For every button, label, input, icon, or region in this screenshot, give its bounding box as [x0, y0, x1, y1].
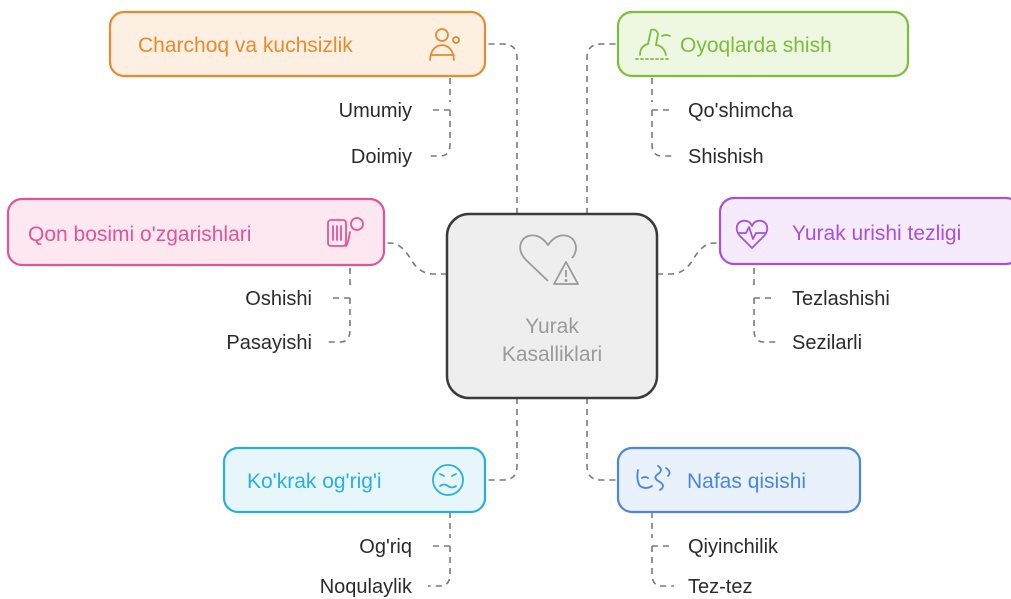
pressure-item-1: Oshishi [245, 288, 312, 310]
connector-swelling [586, 43, 618, 214]
heartrate-item-1: Tezlashishi [792, 288, 890, 310]
sub-items: Umumiy Doimiy Qo'shimcha Shishish Oshish… [226, 100, 889, 598]
chestpain-item-2: Noqulaylik [320, 576, 413, 598]
blood-pressure-icon [327, 217, 364, 247]
category-heartrate[interactable]: Yurak urishi tezligi [718, 196, 1011, 266]
category-swelling[interactable]: Oyoqlarda shish [616, 10, 910, 78]
swelling-item-2: Shishish [688, 146, 764, 168]
category-heartrate-label: Yurak urishi tezligi [792, 222, 961, 245]
connector-heartrate [657, 242, 720, 275]
connector-breath [586, 398, 618, 481]
pain-face-icon [432, 464, 464, 496]
breathing-icon [636, 465, 671, 491]
category-chestpain[interactable]: Ko'krak og'rig'i [222, 446, 487, 514]
central-topic[interactable]: Yurak Kasalliklari [445, 212, 659, 400]
breath-item-1: Qiyinchilik [688, 536, 779, 558]
connectors [384, 43, 720, 481]
connector-pressure [384, 242, 447, 275]
swelling-item-1: Qo'shimcha [688, 100, 794, 122]
category-pressure-label: Qon bosimi o'zgarishlari [28, 223, 251, 246]
fatigue-item-1: Umumiy [339, 100, 412, 122]
breath-item-2: Tez-tez [688, 576, 752, 598]
category-fatigue-label: Charchoq va kuchsizlik [138, 34, 353, 57]
fatigue-item-2: Doimiy [351, 146, 412, 168]
category-pressure[interactable]: Qon bosimi o'zgarishlari [6, 197, 386, 267]
pressure-item-2: Pasayishi [226, 332, 312, 354]
category-breath-label: Nafas qisishi [687, 470, 806, 493]
heartrate-item-2: Sezilarli [792, 332, 862, 354]
sub-connectors [328, 78, 776, 587]
category-chestpain-label: Ko'krak og'rig'i [247, 470, 382, 493]
swollen-foot-icon [635, 28, 671, 60]
category-breath[interactable]: Nafas qisishi [616, 446, 862, 514]
category-swelling-label: Oyoqlarda shish [680, 34, 832, 57]
connector-fatigue [486, 43, 518, 214]
heartbeat-icon [735, 219, 769, 249]
connector-chestpain [486, 398, 518, 481]
heart-warning-icon [519, 234, 579, 285]
chestpain-item-1: Og'riq [359, 536, 412, 558]
person-tired-icon [429, 28, 460, 61]
category-fatigue[interactable]: Charchoq va kuchsizlik [108, 10, 487, 78]
central-title-line2: Kasalliklari [502, 343, 602, 366]
central-title-line1: Yurak [525, 315, 579, 338]
